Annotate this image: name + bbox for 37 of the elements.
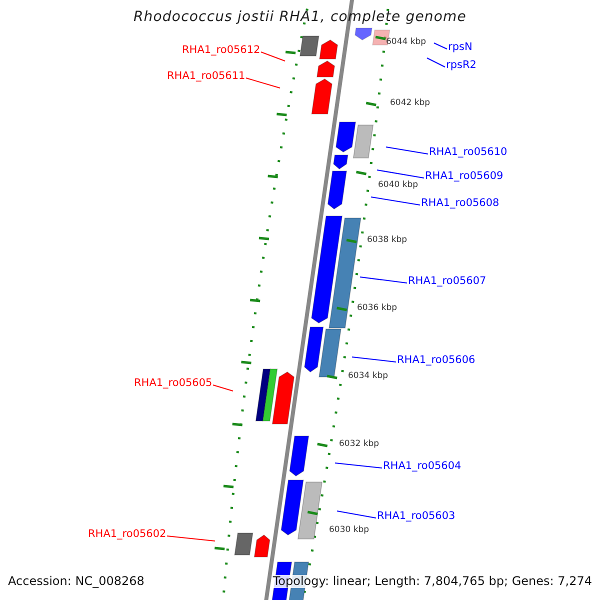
gene-label: rpsR2 — [446, 60, 476, 72]
gene-label: RHA1_ro05611 — [167, 71, 246, 83]
leader-line — [434, 42, 448, 50]
gene-label: RHA1_ro05610 — [429, 147, 508, 159]
scale-label: 6044 kbp — [386, 38, 426, 48]
leader-line — [166, 536, 216, 542]
gene-label: RHA1_ro05602 — [88, 529, 166, 541]
gene-label: RHA1_ro05605 — [134, 378, 212, 390]
scale-label: 6036 kbp — [357, 304, 398, 314]
gene-label: RHA1_ro05608 — [421, 198, 500, 210]
gene-label: RHA1_ro05609 — [425, 171, 504, 183]
gene-label: RHA1_ro05604 — [383, 461, 462, 473]
leader-line — [212, 384, 234, 392]
leader-line — [260, 52, 286, 62]
leader-line — [352, 356, 396, 362]
leader-line — [360, 276, 408, 284]
title: Rhodococcus jostii RHA1, complete genome — [132, 10, 468, 26]
scale-label: 6040 kbp — [378, 181, 418, 190]
leader-line — [370, 196, 420, 206]
scale-label: 6042 kbp — [390, 99, 430, 108]
scale-label: 6032 kbp — [339, 440, 380, 450]
leader-line — [334, 462, 382, 468]
scale-label: 6034 kbp — [348, 372, 388, 382]
leader-line — [246, 78, 280, 88]
scale-label: 6030 kbp — [329, 526, 370, 536]
info-text: Accession: NC_008268 — [8, 575, 144, 588]
leader-line — [386, 146, 428, 154]
info-text: Topology: linear; Length: 7,804,765 bp; Genes: 7,274 — [272, 575, 592, 588]
leader-line — [376, 170, 424, 178]
leader-line — [336, 510, 376, 518]
gene-label: rpsN — [448, 42, 472, 54]
gene-label: RHA1_ro05612 — [182, 45, 260, 57]
gene-label: RHA1_ro05606 — [397, 355, 476, 367]
gene-label: RHA1_ro05603 — [377, 511, 456, 523]
scale-label: 6038 kbp — [367, 236, 408, 246]
gene-label: RHA1_ro05607 — [408, 276, 486, 288]
leader-line — [426, 58, 446, 68]
